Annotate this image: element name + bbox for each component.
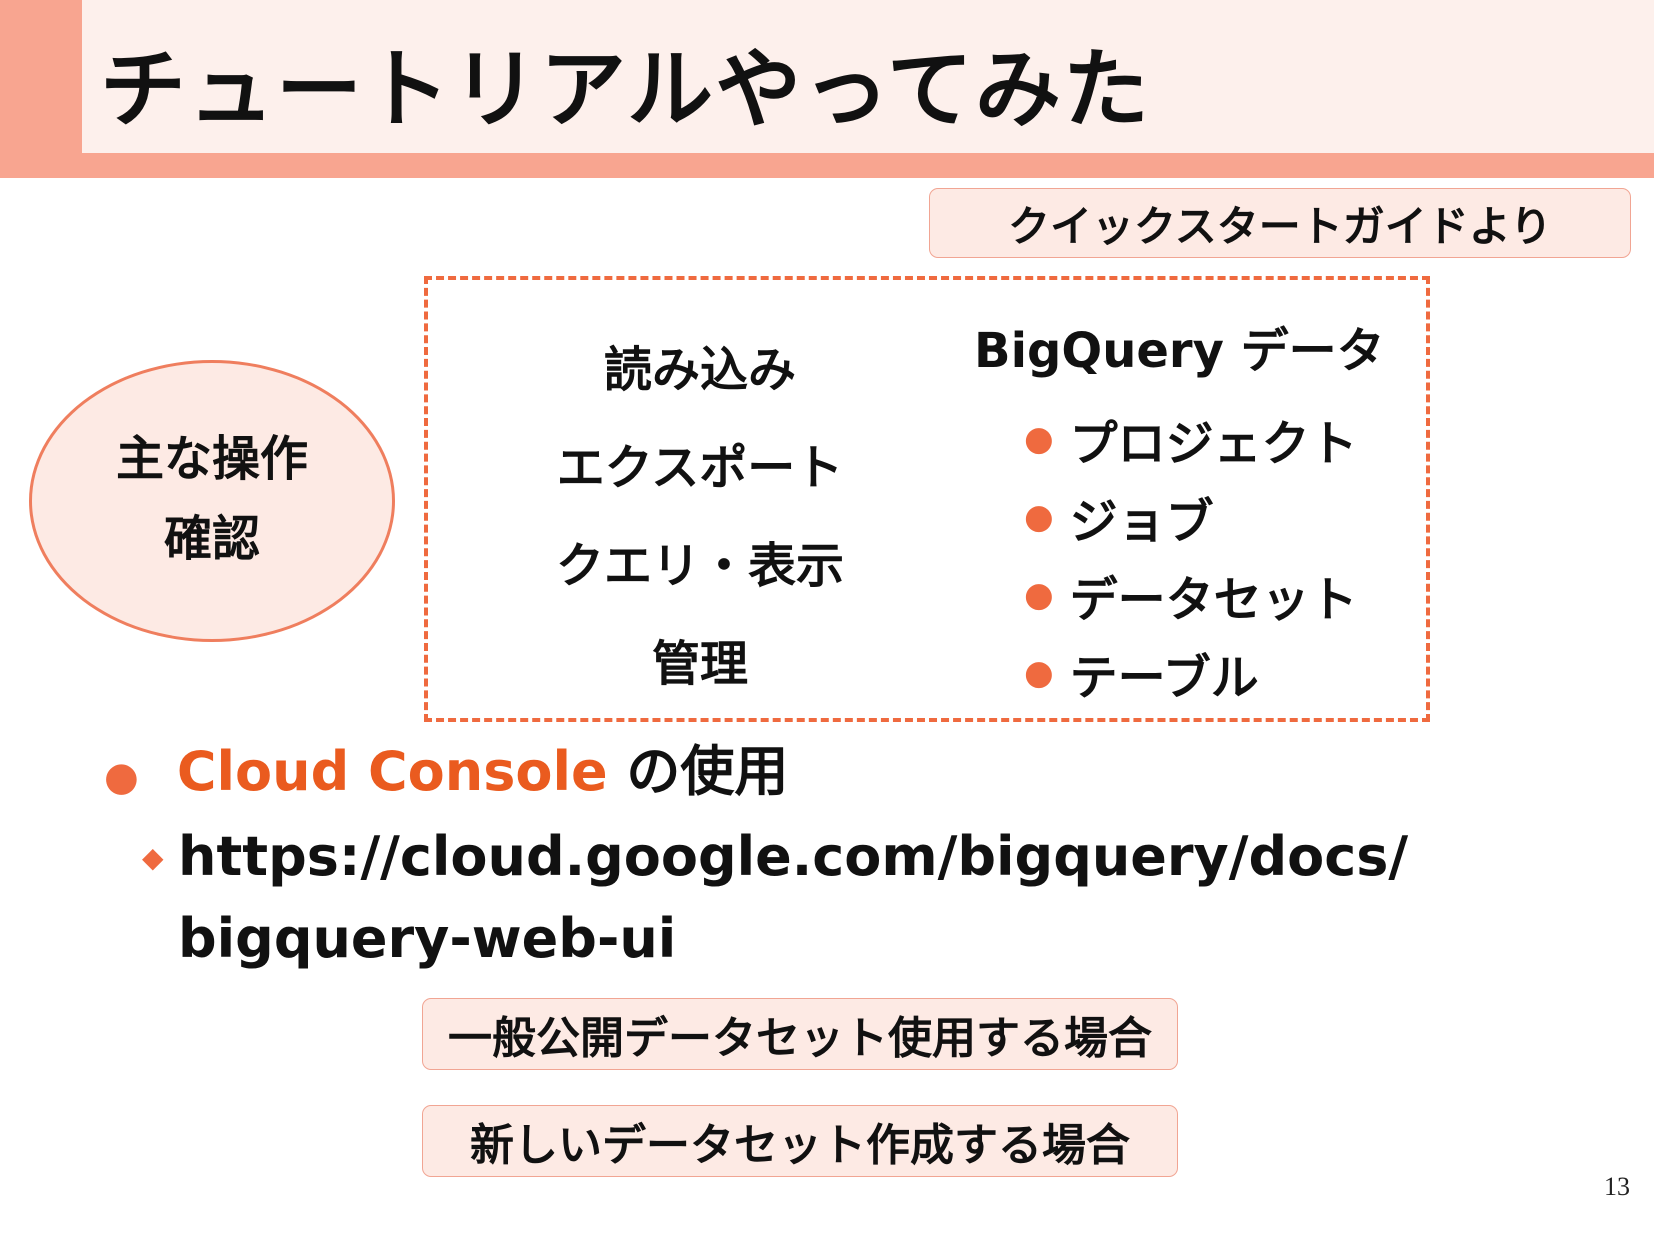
ellipse-label-line1: 主な操作: [115, 431, 308, 487]
list-item-label: ジョブ: [1069, 494, 1214, 550]
docs-url-line1[interactable]: https://cloud.google.com/bigquery/docs/: [178, 825, 1409, 888]
operation-item: クエリ・表示: [555, 538, 844, 594]
bigquery-list: ● プロジェクト ● ジョブ ● データセット ● テーブル: [1024, 400, 1358, 712]
cloud-console-label: Cloud Console: [176, 740, 608, 803]
usage-label: の使用: [607, 740, 789, 803]
list-item-label: データセット: [1069, 572, 1358, 628]
main-operations-ellipse: [29, 360, 395, 642]
bigquery-heading: BigQuery データ: [974, 323, 1385, 379]
bullet-icon: ●: [1024, 419, 1054, 459]
operations-panel: [424, 276, 1430, 722]
list-item-label: プロジェクト: [1069, 416, 1358, 472]
page-number: 13: [1604, 1172, 1630, 1201]
cloud-console-bullet: ● Cloud Console の使用: [104, 738, 788, 811]
slide-title: チュートリアルやってみた: [100, 40, 1151, 140]
list-item: ● テーブル: [1024, 634, 1358, 712]
list-item: ● ジョブ: [1024, 478, 1358, 556]
title-box: [82, 0, 1654, 153]
diamond-bullet-icon: ◆: [142, 841, 164, 874]
ellipse-label-line2: 確認: [163, 511, 260, 567]
operation-item: 読み込み: [603, 342, 796, 398]
operation-item: エクスポート: [556, 440, 844, 496]
operations-list: 読み込み エクスポート クエリ・表示 管理: [500, 316, 900, 708]
list-item: ● プロジェクト: [1024, 400, 1358, 478]
list-item: ● データセット: [1024, 556, 1358, 634]
bullet-icon: ●: [1024, 497, 1054, 537]
list-item-label: テーブル: [1069, 650, 1259, 706]
bullet-icon: ●: [1024, 653, 1054, 693]
public-dataset-case: 一般公開データセット使用する場合: [422, 998, 1178, 1070]
docs-url-line2[interactable]: bigquery-web-ui: [178, 907, 677, 970]
source-tag: クイックスタートガイドより: [929, 188, 1631, 258]
new-dataset-case: 新しいデータセット作成する場合: [422, 1105, 1178, 1177]
operation-item: 管理: [651, 636, 748, 692]
bullet-icon: ●: [104, 754, 139, 800]
bullet-icon: ●: [1024, 575, 1054, 615]
